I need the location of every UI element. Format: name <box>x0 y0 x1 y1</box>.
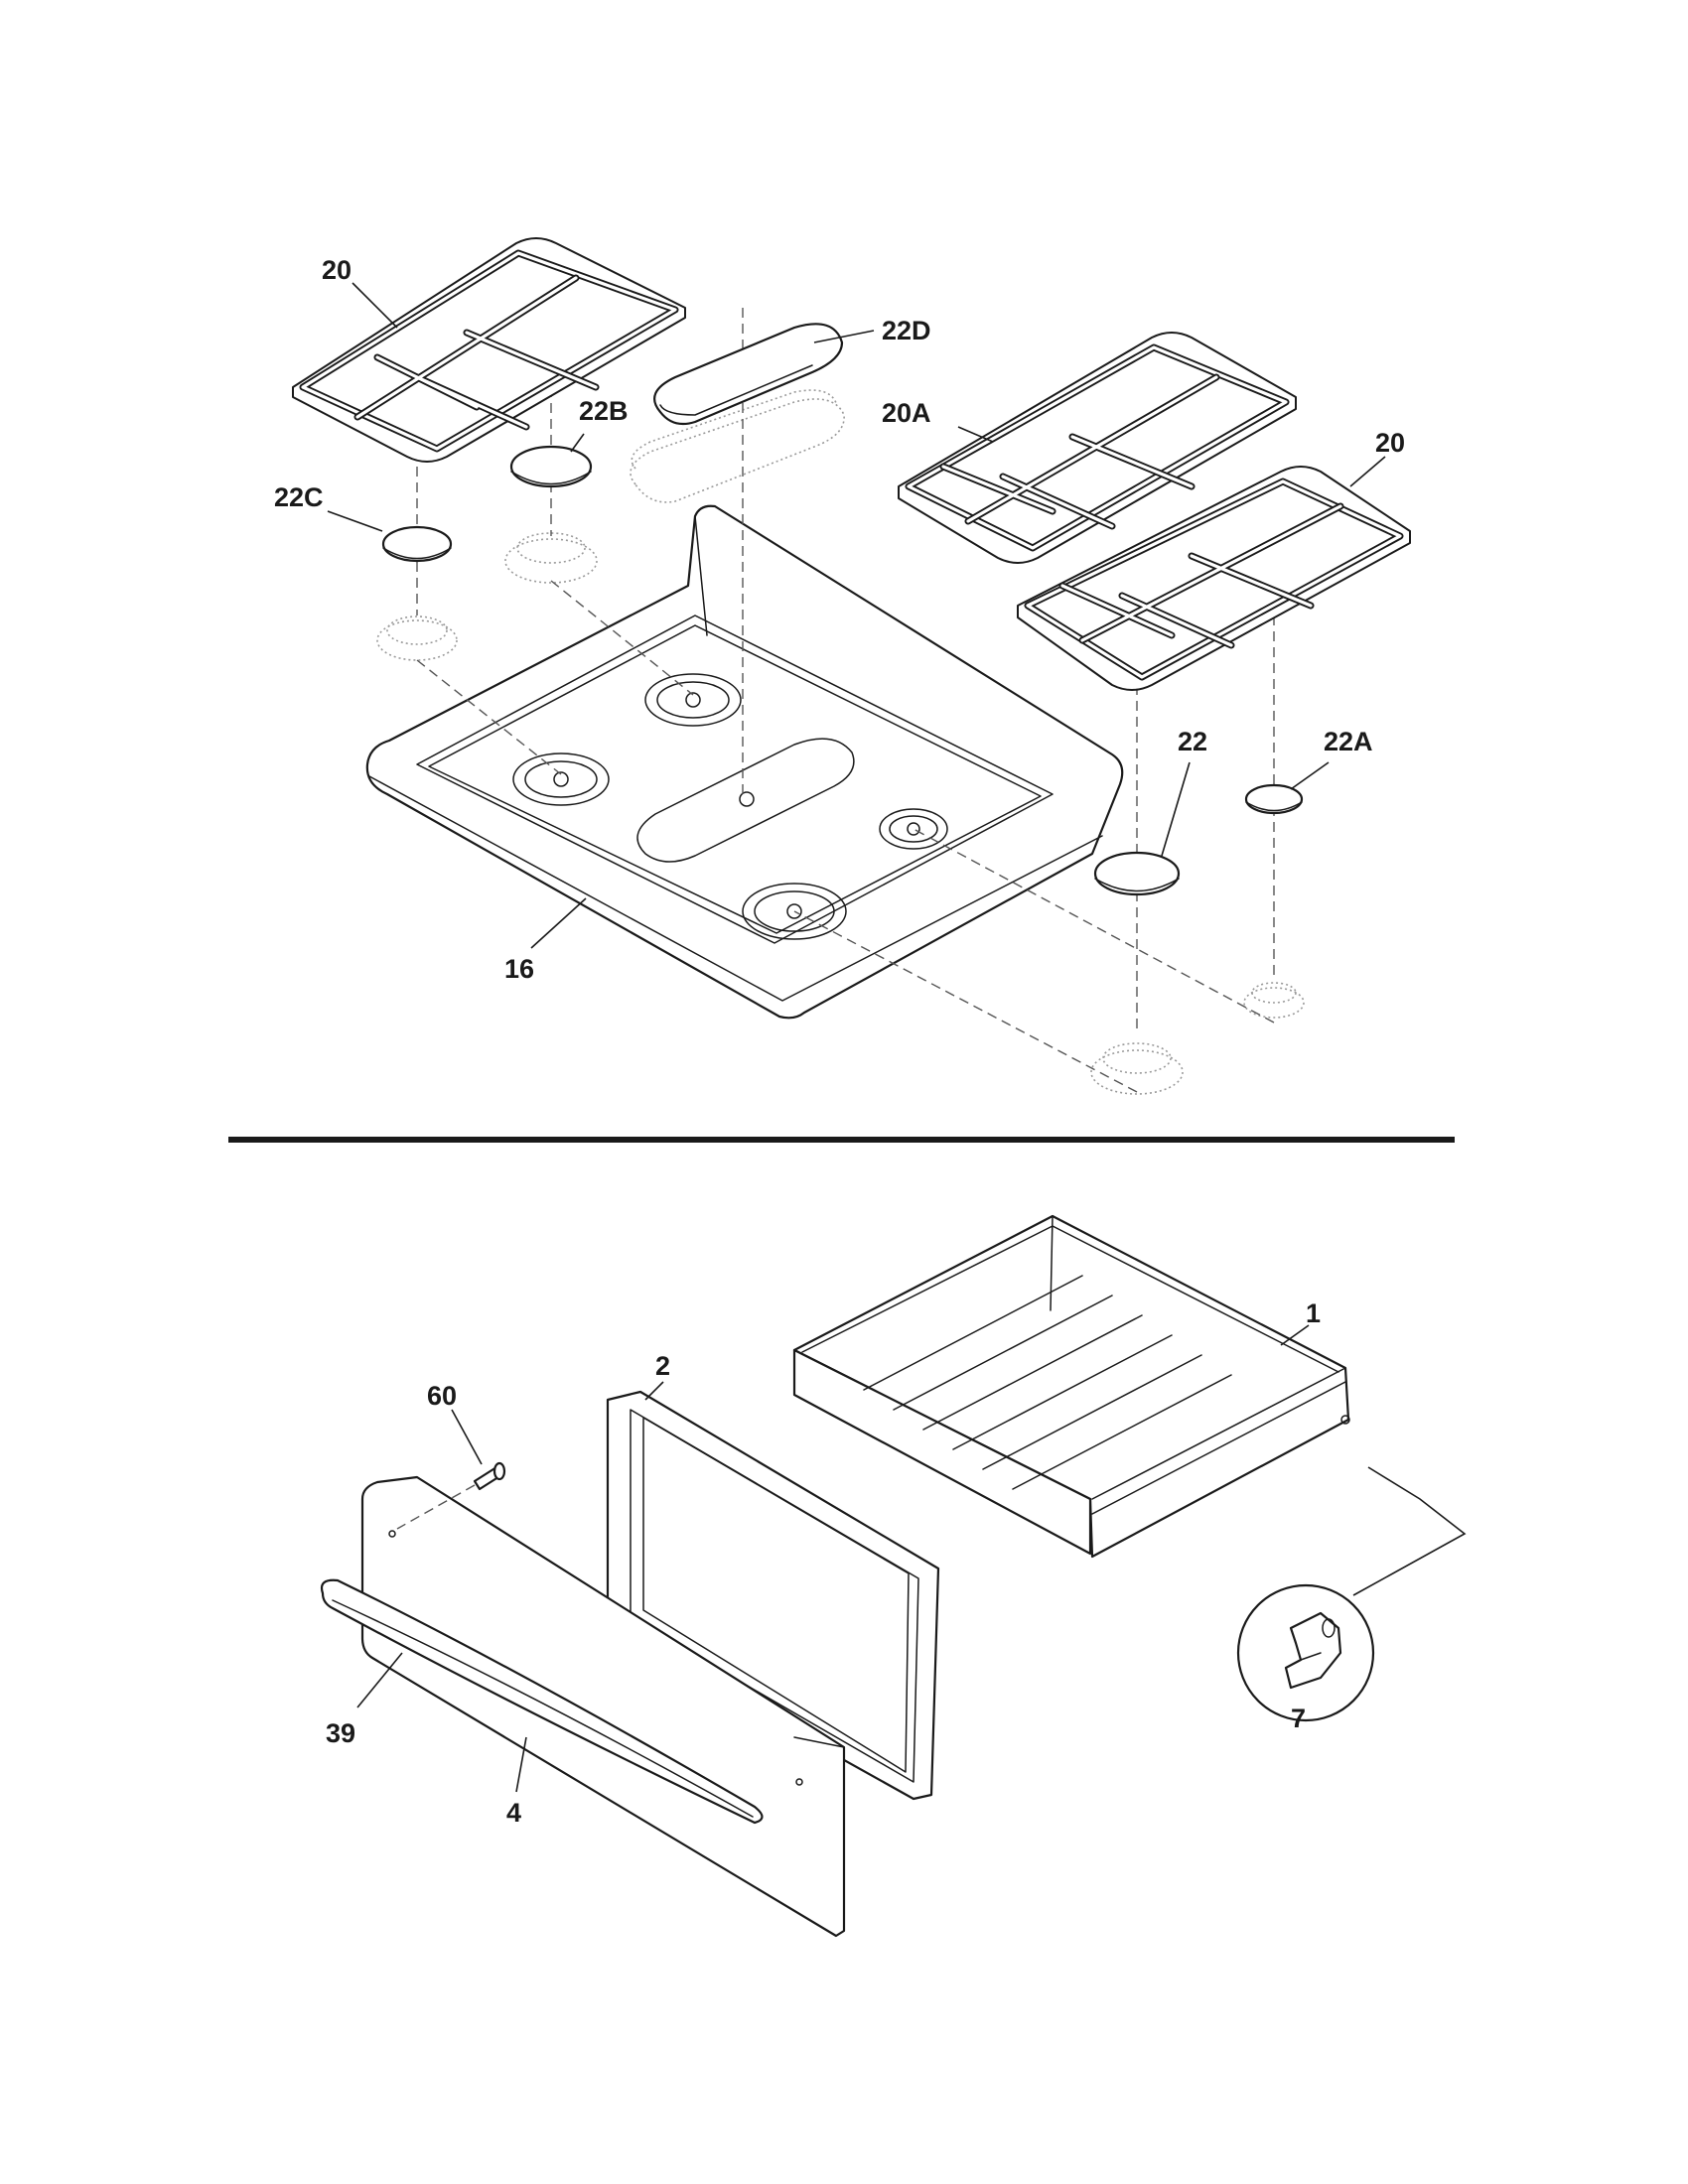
grate-left <box>292 237 686 463</box>
callout-grate-right: 20 <box>1375 428 1405 458</box>
callout-drawer-front: 4 <box>506 1798 521 1828</box>
leader-lines-bottom <box>356 1324 1310 1793</box>
leader-lines-top <box>327 282 1386 949</box>
callout-handle: 39 <box>326 1718 355 1748</box>
drawer-body <box>792 1214 1350 1559</box>
drawer-handle <box>320 1578 764 1825</box>
callout-cap-22: 22 <box>1178 727 1207 756</box>
callout-clip: 7 <box>1291 1704 1306 1733</box>
callout-drawer-panel: 2 <box>655 1351 670 1381</box>
grate-right <box>1017 466 1411 691</box>
drawer-front <box>360 1475 846 1938</box>
callout-cap-22d: 22D <box>882 316 931 345</box>
grate-20a <box>898 332 1297 564</box>
callout-grate-left: 20 <box>322 255 352 285</box>
callout-grate-20a: 20A <box>882 398 931 428</box>
cooktop-main-top <box>365 504 1124 1020</box>
callout-drawer-body: 1 <box>1306 1298 1321 1328</box>
callout-cap-22a: 22A <box>1324 727 1373 756</box>
burner-caps <box>381 323 1304 896</box>
clip-detail <box>1236 1466 1467 1722</box>
burner-heads-ghost <box>376 389 1305 1095</box>
callout-screw: 60 <box>427 1381 457 1411</box>
callout-cap-22c: 22C <box>274 482 324 512</box>
callout-cooktop: 16 <box>504 954 534 984</box>
screw <box>396 1461 506 1530</box>
callout-cap-22b: 22B <box>579 396 629 426</box>
